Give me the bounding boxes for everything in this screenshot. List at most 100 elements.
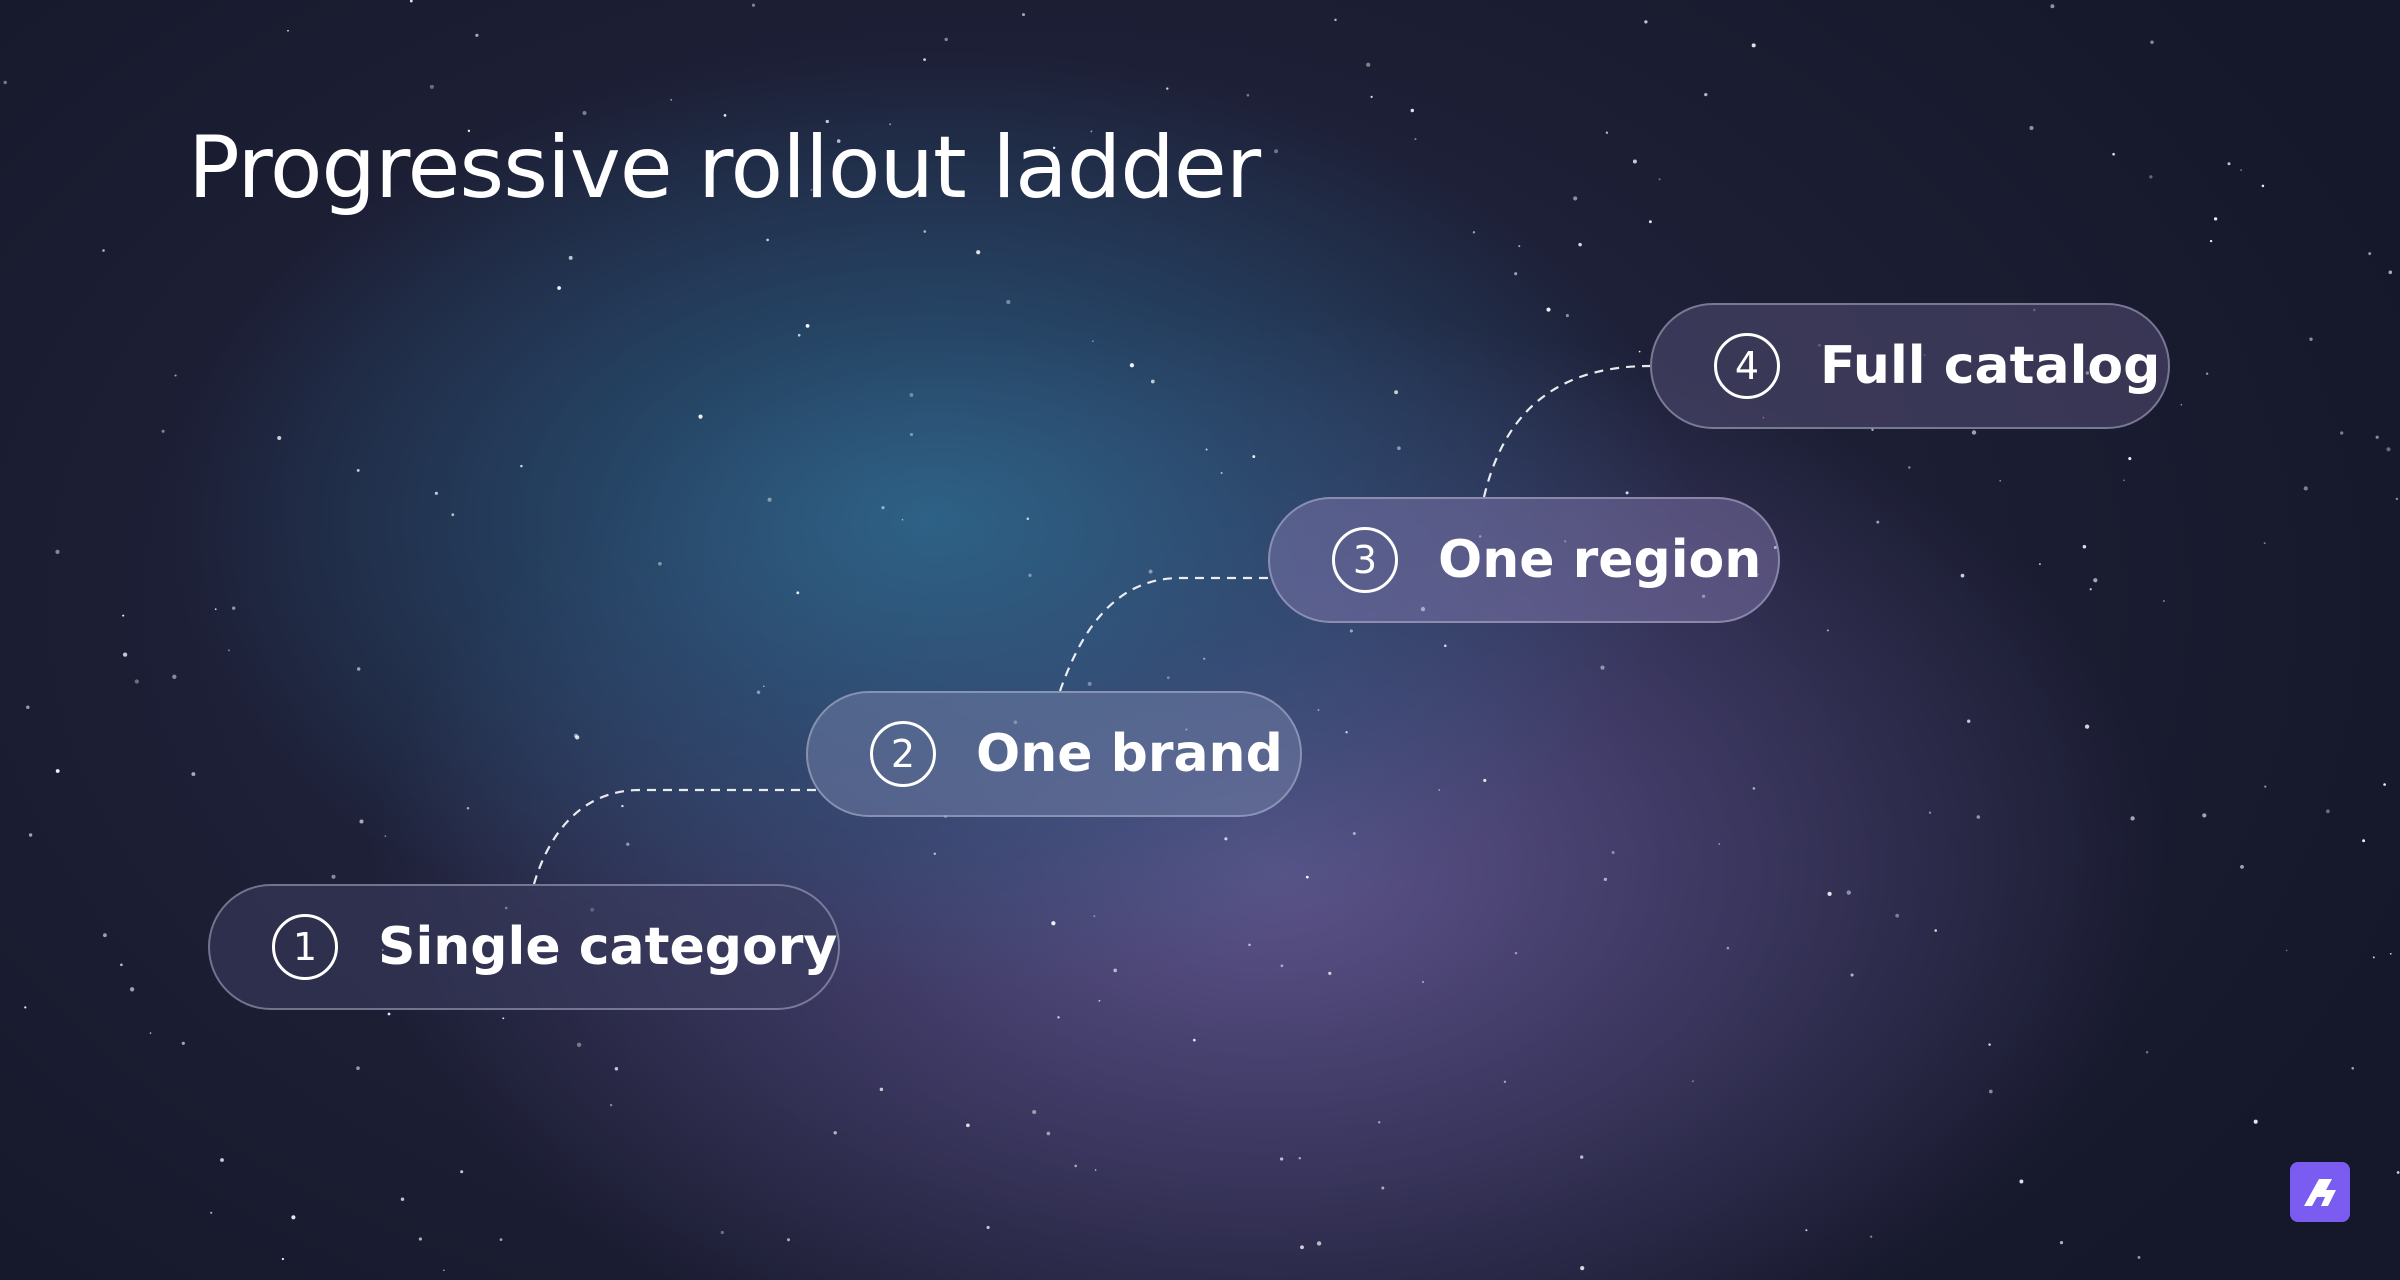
star [2253,1119,2258,1124]
star [767,497,772,502]
star [2082,544,2087,549]
star [805,323,810,328]
star [2093,578,2098,583]
star [621,804,624,808]
star [1026,517,1030,520]
star [129,987,135,992]
star [210,1211,213,1214]
star [1895,913,1900,918]
star [2149,175,2153,179]
star [466,807,470,810]
star [1205,448,1208,451]
star [443,1269,445,1272]
star [1638,350,1641,353]
star [881,506,885,510]
star [55,769,60,773]
star [609,1103,613,1107]
star [2150,40,2154,45]
star [1908,466,1911,469]
star [575,735,580,740]
star [172,674,177,679]
star [1472,231,1476,234]
star [2128,457,2132,461]
star [1370,95,1373,98]
star [1483,778,1487,782]
star [1846,890,1852,895]
star [1246,93,1250,97]
star [1826,629,1829,632]
star [966,1123,970,1128]
star [582,111,587,115]
star [1928,811,1932,814]
star [24,1006,27,1009]
star [1967,719,1971,723]
star [2383,783,2386,786]
star [2375,435,2379,439]
star [1648,220,1652,224]
star [1394,390,1399,395]
star [1850,973,1854,977]
star [2038,563,2041,566]
star [55,549,60,555]
star [833,1131,837,1135]
star [1298,1157,1302,1160]
star [384,835,387,837]
star [1514,272,1518,276]
star [557,286,561,290]
star [387,1012,391,1016]
step-one-brand: 2 One brand [806,691,1302,817]
star [1960,573,1965,578]
star [281,1257,285,1261]
star [1087,681,1092,686]
star [232,606,236,610]
star [102,249,105,252]
star [1328,971,1332,976]
star [1334,18,1337,22]
star [356,1066,360,1070]
star [1751,43,1756,48]
star [1444,644,1447,648]
star [120,963,123,967]
star [933,852,937,856]
star [502,1017,505,1020]
star [1006,299,1011,305]
star [2137,1255,2141,1259]
star [1057,1016,1060,1019]
star [1421,980,1425,984]
star [634,173,637,176]
star [149,1032,152,1034]
star [1192,1038,1196,1042]
star [1094,1169,1097,1171]
star [227,649,230,652]
star [2029,125,2034,131]
star [1349,629,1353,633]
star [1305,875,1309,879]
star [1718,843,1721,845]
star [28,833,33,837]
star [2019,1179,2024,1184]
star [2240,169,2242,171]
star [277,436,282,440]
star [1052,146,1056,150]
star [2227,162,2231,166]
star [698,414,703,419]
star [810,188,813,191]
star [2123,479,2125,482]
star [1876,520,1880,524]
star [1150,379,1155,384]
star [1098,999,1101,1002]
star [657,192,660,195]
star [2388,270,2393,275]
star [1032,1109,1037,1115]
star [2362,839,2366,843]
step-number-badge: 1 [272,914,338,980]
star [923,230,927,233]
star [1988,1089,1993,1094]
star [291,1215,296,1220]
star [576,1042,582,1047]
star [1580,1266,1585,1271]
star [2285,949,2288,952]
star [331,874,336,879]
star [1726,946,1730,950]
